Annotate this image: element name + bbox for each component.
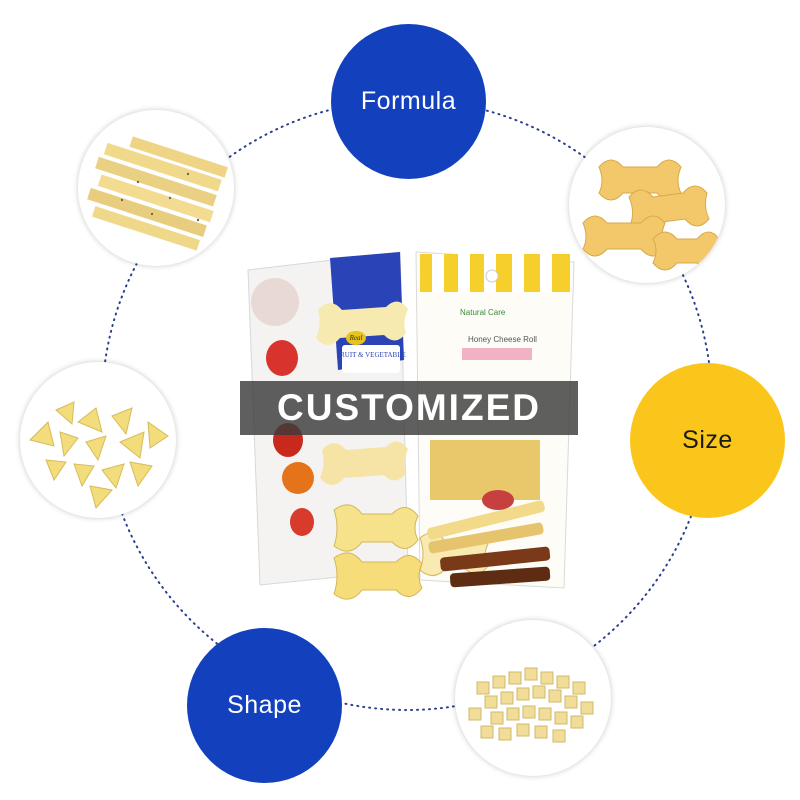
right-bag-product: Honey Cheese Roll	[468, 335, 537, 344]
cheese-bones-photo	[569, 127, 725, 283]
formula-bubble: Formula	[331, 24, 486, 179]
left-bag-tag: FRUIT & VEGETABLE	[336, 351, 406, 359]
size-bubble: Size	[630, 363, 785, 518]
cheese-sticks	[427, 500, 551, 588]
cheese-triangles-photo	[20, 362, 176, 518]
left-bag-badge: Real	[349, 334, 363, 342]
cheese-cubes-photo	[455, 620, 611, 776]
shape-bubble: Shape	[187, 628, 342, 783]
right-bag-brand: Natural Care	[460, 308, 506, 317]
cheese-sticks-photo	[78, 110, 234, 266]
customized-banner: CUSTOMIZED	[240, 381, 578, 435]
product-packages-image: FRUIT & VEGETABLE Real Natural Care Hone…	[230, 240, 580, 620]
